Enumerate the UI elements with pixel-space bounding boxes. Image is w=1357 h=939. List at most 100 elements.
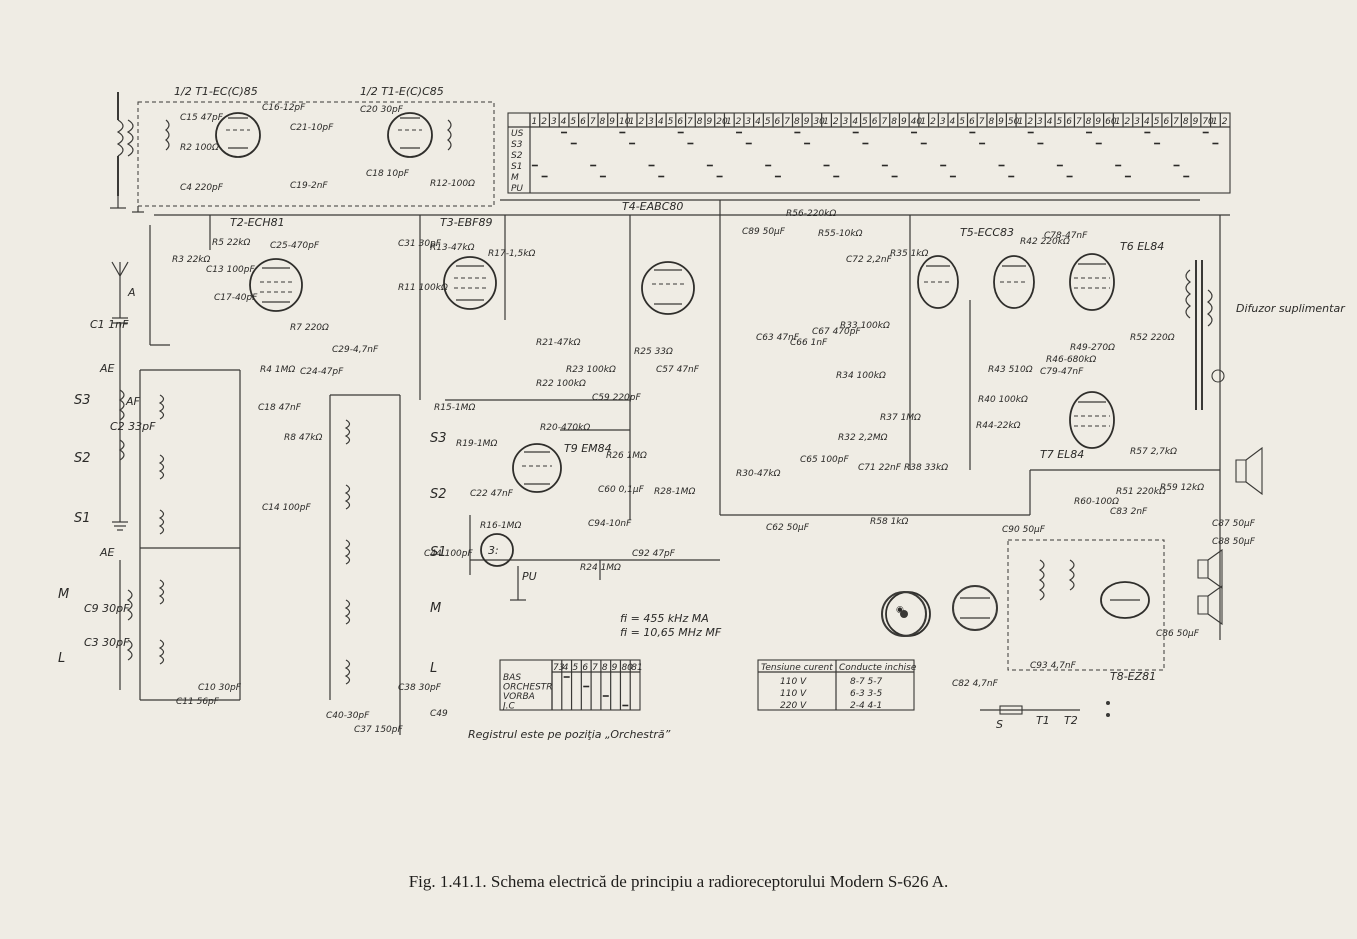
tube-t9: T9 EM84 (512, 442, 612, 493)
switch-col-number: 9 (707, 117, 713, 127)
switch-col-number: 1 (1115, 117, 1121, 127)
label-r59: R59 12kΩ (1160, 483, 1204, 493)
label-r23: R23 100kΩ (566, 365, 616, 375)
label-r30: R30-47kΩ (736, 469, 781, 479)
tube-t8-label: T8-EZ81 (1110, 670, 1156, 683)
speaker-label: Difuzor suplimentar (1236, 302, 1346, 315)
label-c67: C67 470pF (812, 327, 861, 337)
switch-col-number: 4 (950, 117, 956, 127)
switch-row-label: M (511, 173, 519, 183)
label-r55: R55-10kΩ (818, 229, 863, 239)
label-r7: R7 220Ω (290, 323, 329, 333)
switch-col-number: 1 (1212, 117, 1218, 127)
label-c89: C89 50µF (742, 227, 786, 237)
label-r35: R35 1kΩ (890, 249, 929, 259)
label-r40: R40 100kΩ (978, 395, 1028, 405)
antenna-section: A C1 1nF AE AF S3 S2 S1 C2 33pF AE M L C… (58, 92, 156, 690)
label-c11: C11 56pF (176, 697, 220, 707)
label-r46: R46-680kΩ (1046, 355, 1096, 365)
label-c10: C10 30pF (198, 683, 242, 693)
label-c4: C4 220pF (180, 183, 224, 193)
label-r4: R4 1MΩ (260, 365, 295, 375)
label-c9: C9 30pF (84, 602, 130, 615)
label-r34: R34 100kΩ (836, 371, 886, 381)
register-row-label: BAS (503, 673, 521, 683)
switch-col-number: 5 (1154, 117, 1160, 127)
label-r2: R2 100Ω (180, 143, 219, 153)
switch-col-number: 3 (648, 117, 654, 127)
label-r38: R38 33kΩ (904, 463, 948, 473)
tube-t6-label: T6 EL84 (1120, 240, 1164, 253)
register-col-number: 73 (553, 663, 565, 673)
switch-col-number: 50 (1008, 117, 1020, 127)
label-r28: R28-1MΩ (654, 487, 695, 497)
switch-col-number: 60 (1105, 117, 1117, 127)
voltage-row2-c: 2-4 4-1 (850, 701, 882, 711)
label-r57: R57 2,7kΩ (1130, 447, 1177, 457)
switch-row-label: S1 (511, 162, 522, 172)
switch-col-number: 6 (969, 117, 975, 127)
switch-col-number: 5 (1057, 117, 1063, 127)
label-c78: C78-47nF (1044, 231, 1088, 241)
switch-col-number: 5 (765, 117, 771, 127)
if-notes: fi = 455 kHz MA fi = 10,65 MHz MF (620, 612, 722, 639)
label-r22: R22 100kΩ (536, 379, 586, 389)
switch-t1: T1 (1036, 714, 1050, 727)
band-s3-right: S3 (430, 431, 447, 446)
band-s2-right: S2 (430, 487, 447, 502)
pickup-section: 3: PU (480, 533, 537, 601)
switch-s: S (996, 718, 1003, 731)
switch-col-number: 40 (911, 117, 923, 127)
tuning-eye-symbol: 3: (488, 544, 499, 557)
voltage-table: Tensiune curent Conducte inchise 110 V 8… (757, 659, 917, 711)
tube-t2-label: T2-ECH81 (230, 216, 285, 229)
label-c17: C17-40pF (214, 293, 258, 303)
register-col-number: 7 (592, 663, 598, 673)
register-col-number: 6 (582, 663, 588, 673)
tube-t4: T4-EABC80 (622, 200, 695, 315)
switch-row-label: S2 (511, 151, 523, 161)
switch-col-number: 1 (823, 117, 829, 127)
switch-col-number: 7 (1076, 117, 1082, 127)
switch-col-number: 2 (1222, 117, 1228, 127)
label-l: L (58, 651, 65, 666)
label-r49: R49-270Ω (1070, 343, 1115, 353)
tube-t4-label: T4-EABC80 (622, 200, 683, 213)
tube-t8: T8-EZ81 (1100, 581, 1156, 683)
label-r42: R42 220kΩ (1020, 237, 1070, 247)
label-c19: C19-2nF (290, 181, 328, 191)
coil-blocks: S3 S2 S1 M L (158, 394, 447, 685)
label-c57: C57 47nF (656, 365, 700, 375)
tube-t6: T6 EL84 (1069, 240, 1164, 311)
bus-lines (139, 199, 1230, 735)
label-r52: R52 220Ω (1130, 333, 1175, 343)
switch-col-number: 1 (726, 117, 732, 127)
label-c65: C65 100pF (800, 455, 849, 465)
tube-t5: T5-ECC83 (917, 226, 1035, 309)
register-row-label: ORCHESTR (503, 683, 553, 693)
label-r13: R13-47kΩ (430, 243, 475, 253)
switch-col-number: 3 (551, 117, 557, 127)
label-r21: R21-47kΩ (536, 338, 581, 348)
power-section: ◉ S T1 T2 (885, 539, 1165, 731)
switch-col-number: 30 (813, 117, 825, 127)
label-c13: C13 100pF (206, 265, 255, 275)
label-r12: R12-100Ω (430, 179, 475, 189)
label-c60: C60 0,1µF (598, 485, 645, 495)
register-note: Registrul este pe poziţia „Orchestră” (468, 728, 671, 741)
label-c37: C37 150pF (354, 725, 403, 735)
band-s1-right: S1 (430, 545, 447, 560)
label-c29: C29-4,7nF (332, 345, 379, 355)
switch-col-number: 4 (1144, 117, 1150, 127)
label-c16: C16-12pF (262, 103, 306, 113)
label-c87: C87 50µF (1212, 519, 1256, 529)
if-note-fm: fi = 10,65 MHz MF (620, 626, 722, 639)
switch-col-number: 8 (1086, 117, 1092, 127)
switch-col-number: 2 (736, 117, 742, 127)
label-c18: C18 10pF (366, 169, 410, 179)
switch-col-number: 8 (1183, 117, 1189, 127)
label-a: A (127, 286, 136, 299)
tube-t2: T2-ECH81 (230, 216, 303, 312)
